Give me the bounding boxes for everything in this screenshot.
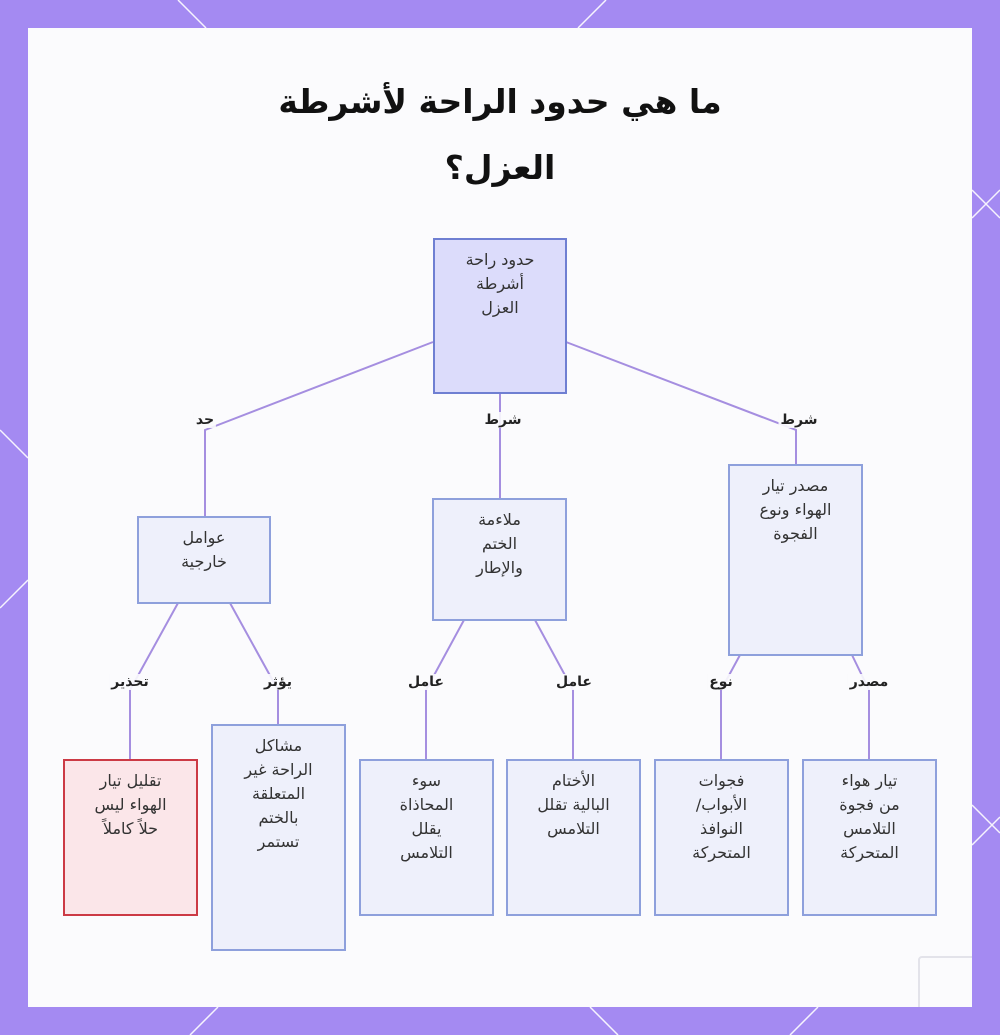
edge-label-limit: حد: [194, 412, 216, 428]
edge-label-factor-right: عامل: [554, 674, 594, 690]
edge-root-external: [205, 342, 433, 517]
node-moving-gaps: فجوات الأبواب/ النوافذ المتحركة: [654, 759, 789, 916]
node-external-factors: عوامل خارجية: [137, 516, 271, 604]
edge-label-condition-right: شرط: [778, 412, 819, 428]
node-comfort-issues: مشاكل الراحة غير المتعلقة بالختم تستمر: [211, 724, 346, 951]
edge-seal-misalignment: [426, 620, 464, 760]
edge-airflow-contact: [852, 655, 869, 760]
node-moving-contact-airflow: تيار هواء من فجوة التلامس المتحركة: [802, 759, 937, 916]
edge-root-airflow: [566, 342, 796, 465]
node-seal-fit: ملاءمة الختم والإطار: [432, 498, 567, 621]
node-airflow-source: مصدر تيار الهواء ونوع الفجوة: [728, 464, 863, 656]
edge-label-type: نوع: [707, 674, 735, 690]
node-root: حدود راحة أشرطة العزل: [433, 238, 567, 394]
node-misalignment: سوء المحاذاة يقلل التلامس: [359, 759, 494, 916]
edge-external-comfort: [230, 603, 278, 725]
edge-seal-worn: [535, 620, 573, 760]
edge-label-factor-left: عامل: [406, 674, 446, 690]
node-worn-seals: الأختام البالية تقلل التلامس: [506, 759, 641, 916]
edge-label-source: مصدر: [848, 674, 891, 690]
edge-label-condition-center: شرط: [482, 412, 523, 428]
edge-label-warning: تحذير: [109, 674, 150, 690]
edge-label-affects: يؤثر: [262, 674, 294, 690]
edge-airflow-gaps: [721, 655, 740, 760]
node-reduce-airflow-warning: تقليل تيار الهواء ليس حلاً كاملاً: [63, 759, 198, 916]
